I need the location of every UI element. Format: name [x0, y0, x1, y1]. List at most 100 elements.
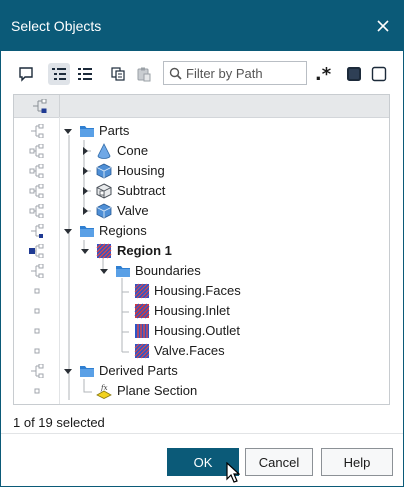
tree-header — [14, 95, 389, 118]
list-view-button[interactable] — [74, 63, 96, 85]
boundary-outlet-icon — [135, 324, 149, 338]
tree-label: Housing.Inlet — [154, 303, 230, 318]
collapse-arrow-icon[interactable] — [63, 226, 73, 236]
tree-row-parts[interactable]: Parts — [14, 121, 389, 141]
filter-input[interactable] — [186, 64, 302, 82]
tree-row-housing-faces[interactable]: Housing.Faces — [14, 281, 389, 301]
tree-row-housing[interactable]: Housing — [14, 161, 389, 181]
region-icon — [96, 243, 112, 259]
tree-row-valve-faces[interactable]: Valve.Faces — [14, 341, 389, 361]
collapse-arrow-icon[interactable] — [99, 266, 109, 276]
toolbar: .* — [1, 59, 403, 89]
selection-gutter — [14, 117, 60, 404]
object-tree: Parts Cone Housing Subtract Valve — [13, 94, 390, 405]
branch-select-icon — [29, 164, 44, 178]
leaf-select-icon — [34, 388, 40, 394]
subtract-icon — [96, 183, 112, 199]
tree-label: Housing — [117, 163, 165, 178]
branch-select-icon — [29, 204, 44, 218]
collapse-arrow-icon[interactable] — [63, 366, 73, 376]
tree-label: Housing.Faces — [154, 283, 241, 298]
expand-arrow-icon[interactable] — [80, 186, 90, 196]
select-all-button[interactable] — [343, 63, 365, 85]
selection-status: 1 of 19 selected — [13, 415, 105, 430]
branch-select-icon — [31, 124, 44, 138]
leaf-select-icon — [34, 288, 40, 294]
plane-section-icon: fx — [96, 384, 112, 399]
tree-row-regions[interactable]: Regions — [14, 221, 389, 241]
branch-select-icon — [31, 264, 44, 278]
folder-icon — [116, 266, 130, 277]
title-bar: Select Objects — [1, 1, 403, 51]
branch-select-icon — [29, 144, 44, 158]
tree-label: Cone — [117, 143, 149, 158]
tree-row-plane-section[interactable]: fx Plane Section — [14, 381, 389, 401]
branch-select-icon — [29, 184, 44, 198]
boundary-wall-icon — [134, 283, 150, 299]
tree-label: Boundaries — [135, 263, 201, 278]
tree-label: Subtract — [117, 183, 166, 198]
collapse-arrow-icon[interactable] — [63, 126, 73, 136]
tree-label: Housing.Outlet — [154, 323, 240, 338]
header-divider — [59, 95, 60, 117]
paste-button[interactable] — [133, 63, 155, 85]
tree-row-derived-parts[interactable]: Derived Parts — [14, 361, 389, 381]
filter-field[interactable] — [163, 61, 307, 85]
svg-text:fx: fx — [100, 384, 108, 392]
select-none-button[interactable] — [368, 63, 390, 85]
tree-row-cone[interactable]: Cone — [14, 141, 389, 161]
select-all-icon — [347, 67, 361, 81]
leaf-select-icon — [34, 348, 40, 354]
comment-icon — [19, 67, 33, 82]
list-view-icon — [78, 68, 92, 80]
cone-icon — [97, 143, 111, 159]
cancel-button[interactable]: Cancel — [245, 448, 313, 476]
regex-icon: .* — [314, 63, 332, 85]
tree-label: Regions — [99, 223, 147, 238]
close-button[interactable] — [371, 14, 395, 38]
tree-label: Derived Parts — [99, 363, 178, 378]
tree-view-button[interactable] — [48, 63, 70, 85]
leaf-select-icon — [34, 328, 40, 334]
paste-icon — [137, 67, 151, 82]
comment-button[interactable] — [15, 63, 37, 85]
tree-label: Plane Section — [117, 383, 198, 398]
tree-label: Parts — [99, 123, 130, 138]
dialog-title: Select Objects — [11, 18, 102, 34]
leaf-select-icon — [34, 308, 40, 314]
collapse-arrow-icon[interactable] — [80, 246, 90, 256]
tree-label: Valve.Faces — [154, 343, 225, 358]
tree-label: Valve — [117, 203, 149, 218]
copy-icon — [111, 67, 125, 81]
tree-row-region-1[interactable]: Region 1 — [14, 241, 389, 261]
tree-view-icon — [52, 68, 66, 80]
expand-arrow-icon[interactable] — [80, 166, 90, 176]
tree-row-valve[interactable]: Valve — [14, 201, 389, 221]
search-icon — [169, 67, 182, 80]
boundary-wall-icon — [134, 343, 150, 359]
tree-row-boundaries[interactable]: Boundaries — [14, 261, 389, 281]
part-icon — [96, 203, 112, 219]
expand-arrow-icon[interactable] — [80, 206, 90, 216]
folder-icon — [80, 126, 94, 137]
tree-label: Region 1 — [117, 243, 172, 258]
selection-column-icon — [33, 99, 47, 113]
selected-marker-icon — [29, 244, 44, 258]
mouse-cursor-icon — [226, 462, 240, 483]
branch-select-icon — [31, 224, 44, 238]
tree-row-housing-outlet[interactable]: Housing.Outlet — [14, 321, 389, 341]
folder-icon — [80, 366, 94, 377]
part-icon — [96, 163, 112, 179]
expand-arrow-icon[interactable] — [80, 146, 90, 156]
folder-icon — [80, 226, 94, 237]
boundary-inlet-icon — [134, 303, 150, 319]
branch-select-icon — [31, 364, 44, 378]
help-button[interactable]: Help — [321, 448, 393, 476]
regex-button[interactable]: .* — [312, 63, 334, 85]
close-icon — [377, 20, 389, 32]
tree-row-housing-inlet[interactable]: Housing.Inlet — [14, 301, 389, 321]
copy-button[interactable] — [107, 63, 129, 85]
tree-row-subtract[interactable]: Subtract — [14, 181, 389, 201]
footer-divider — [1, 433, 403, 434]
